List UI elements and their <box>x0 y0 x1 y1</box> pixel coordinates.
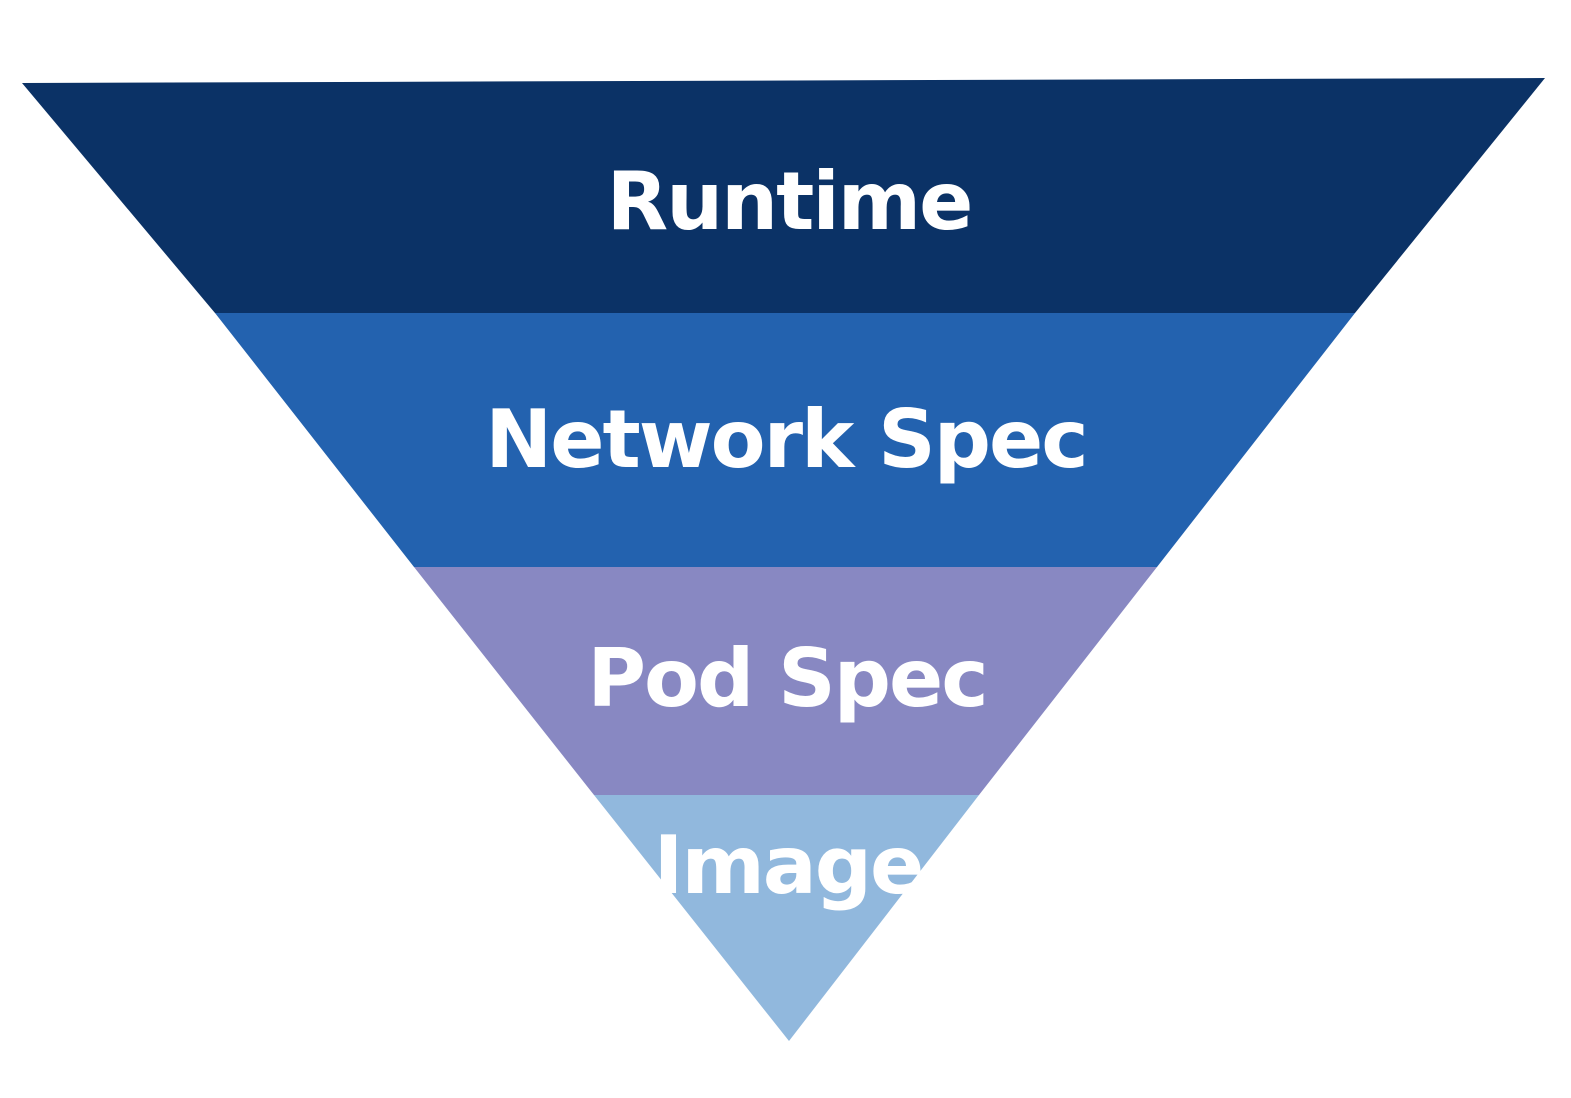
layer-image-band <box>594 795 979 1041</box>
layer-image-label: Image <box>654 819 923 912</box>
layer-network-spec-band <box>215 313 1355 567</box>
layer-runtime-label: Runtime <box>607 155 972 248</box>
layer-runtime-band <box>22 78 1545 313</box>
layer-pod-spec-band <box>414 567 1157 795</box>
layer-pod-spec-label: Pod Spec <box>587 632 986 725</box>
layer-network-spec-label: Network Spec <box>485 393 1086 486</box>
